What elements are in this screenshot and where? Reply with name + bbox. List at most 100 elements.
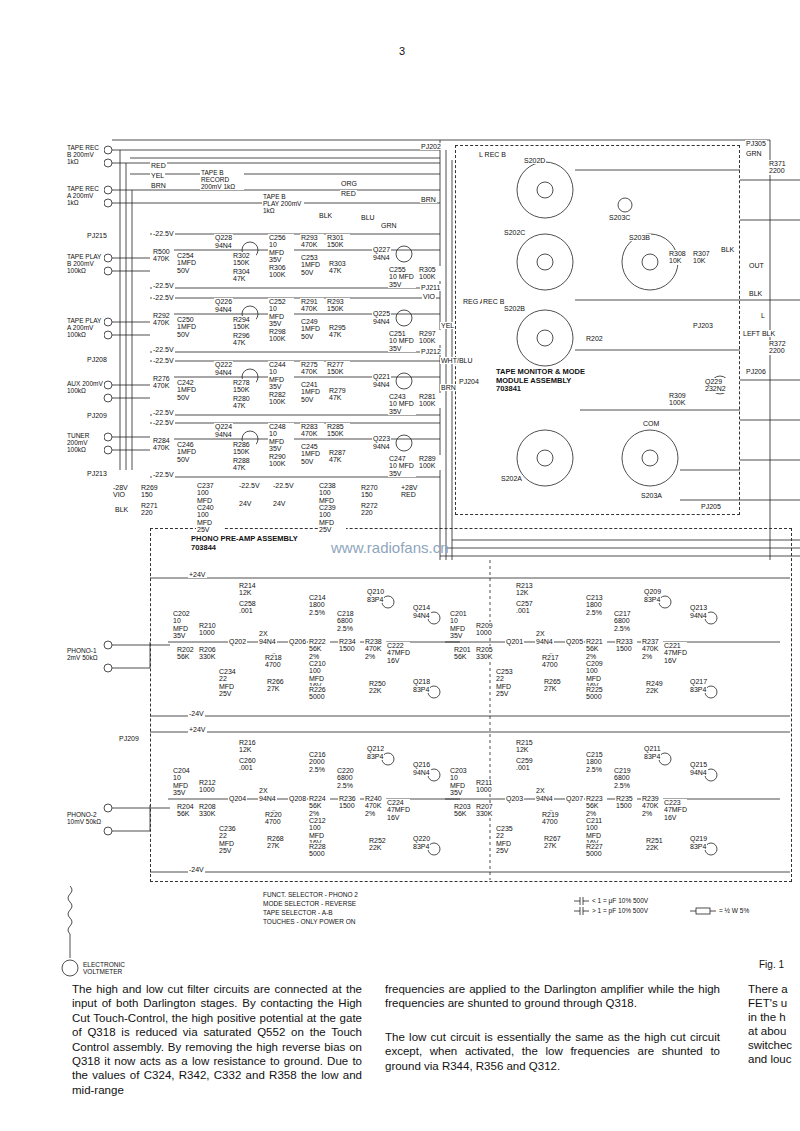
component-label: R202	[585, 335, 604, 342]
component-label: 83P4	[689, 843, 707, 850]
component-label: PHONO-2 10mV 50kΩ	[66, 812, 104, 826]
component-label: C242 1MFD 50V	[176, 379, 200, 401]
component-label: C213 1800 2.5%	[585, 594, 609, 616]
component-label: R307 10K	[692, 250, 714, 265]
component-label: C201 10 MFD 35V	[449, 610, 473, 639]
component-label: C212 100 MFD 16V	[308, 817, 332, 846]
component-label: -22.5V	[152, 346, 175, 353]
component-label: COM	[642, 420, 660, 427]
component-label: GRN	[745, 150, 763, 157]
component-label: Q204	[228, 795, 247, 802]
component-label: R293 150K	[326, 298, 350, 313]
component-label: R250 22K	[368, 680, 388, 695]
component-label: R233 1500	[615, 638, 637, 653]
component-label: R302 150K	[232, 252, 256, 267]
component-label: 3	[398, 46, 406, 58]
component-label: R270 150	[360, 484, 380, 499]
component-label: BLU	[360, 214, 376, 221]
component-label: RED	[150, 162, 167, 169]
component-label: R239 470K 2%	[641, 795, 663, 817]
component-label: REC B	[482, 298, 505, 305]
component-label: R218 4700	[264, 654, 286, 669]
component-label: BLK	[720, 246, 735, 253]
component-label: R268 27K	[266, 835, 286, 850]
component-label: 94N4	[214, 431, 233, 438]
component-label: R235 1500	[615, 795, 637, 810]
component-label: R201 56K	[453, 646, 473, 661]
component-label: 94N4	[372, 443, 391, 450]
component-label: 2X	[258, 630, 269, 637]
component-label: R294 150K	[232, 316, 256, 331]
component-label: 94N4	[372, 381, 391, 388]
component-label: R286 150K	[232, 441, 256, 456]
watermark: www.radiofans.cn	[330, 540, 450, 556]
component-label: TAPE REC A 200mV 1kΩ	[66, 186, 104, 206]
jack-symbols	[104, 146, 112, 835]
component-label: Q211	[643, 745, 662, 752]
component-label: C249 1MFD 50V	[300, 318, 324, 340]
component-label: PJ205	[700, 503, 722, 510]
component-label: VIO	[422, 293, 436, 300]
component-label: R281 100K	[418, 393, 442, 408]
component-label: -22.5V	[272, 482, 295, 489]
component-label: 94N4	[535, 638, 554, 645]
component-label: PJ209	[86, 412, 108, 419]
component-label: R210 1000	[198, 622, 220, 637]
component-label: Q215	[689, 761, 708, 768]
component-label: R276 470K	[152, 375, 174, 390]
component-label: PJ211	[420, 284, 441, 291]
component-label: +24V	[188, 726, 207, 733]
transistor-symbols	[268, 596, 717, 855]
component-label: R223 56K 2%	[585, 795, 607, 817]
component-label: S203A	[640, 492, 663, 499]
component-label: -22.5V	[152, 357, 175, 364]
component-label: Q227	[372, 246, 391, 253]
component-label: Q208	[288, 795, 307, 802]
component-label: R237 470K 2%	[641, 638, 663, 660]
component-label: 94N4	[372, 318, 391, 325]
component-label: C236 22 MFD 25V	[218, 825, 242, 854]
component-label: R291 470K	[300, 298, 324, 313]
component-label: C222 47MFD 16V	[386, 642, 410, 664]
component-label: 83P4	[412, 843, 430, 850]
component-label: R285 150K	[326, 423, 350, 438]
component-label: YEL	[150, 172, 165, 179]
component-label: 83P4	[643, 753, 661, 760]
component-label: 94N4	[258, 795, 277, 802]
component-label: C258 .001	[238, 600, 258, 615]
component-label: TAPE SELECTOR - A-B	[262, 910, 333, 917]
component-label: C256 10 MFD 35V	[268, 234, 294, 263]
component-label: R204 56K	[176, 803, 196, 818]
component-label: +24V	[188, 571, 207, 578]
component-label: R298 100K	[268, 328, 292, 343]
component-label: TAPE B PLAY 200mV 1kΩ	[262, 194, 304, 214]
component-label: Q222	[214, 361, 233, 368]
component-label: OUT	[748, 262, 765, 269]
component-label: TOUCHES - ONLY POWER ON	[262, 919, 356, 926]
component-label: R222 56K 2%	[308, 638, 330, 660]
legend-text: < 1 = μF 10% 500V	[592, 897, 648, 904]
component-label: MODE SELECTOR - REVERSE	[262, 901, 357, 908]
component-label: R211 1000	[475, 779, 497, 794]
component-label: C245 1MFD 50V	[300, 443, 324, 465]
component-label: 94N4	[372, 254, 391, 261]
component-label: C257 .001	[515, 600, 535, 615]
component-label: TAPE REC B 200mV 1kΩ	[66, 145, 104, 165]
component-label: C239 100 MFD 25V	[318, 504, 346, 533]
body-text: There a	[748, 982, 788, 996]
body-text: and louc	[748, 1052, 791, 1066]
component-label: R500 470K	[152, 248, 174, 263]
rotary-switch-symbols	[517, 162, 678, 486]
voltmeter-symbol	[62, 960, 78, 976]
component-label: -24V	[188, 866, 205, 873]
component-label: R215 12K	[515, 739, 537, 754]
body-text: at abou	[748, 1024, 786, 1038]
component-label: R219 4700	[541, 811, 563, 826]
component-label: PHONO-1 2mV 50kΩ	[66, 648, 104, 662]
component-label: C250 1MFD 50V	[176, 316, 200, 338]
component-label: 83P4	[643, 596, 661, 603]
component-label: BLK	[318, 212, 333, 219]
component-label: R267 27K	[543, 835, 563, 850]
component-label: 2X	[535, 630, 546, 637]
